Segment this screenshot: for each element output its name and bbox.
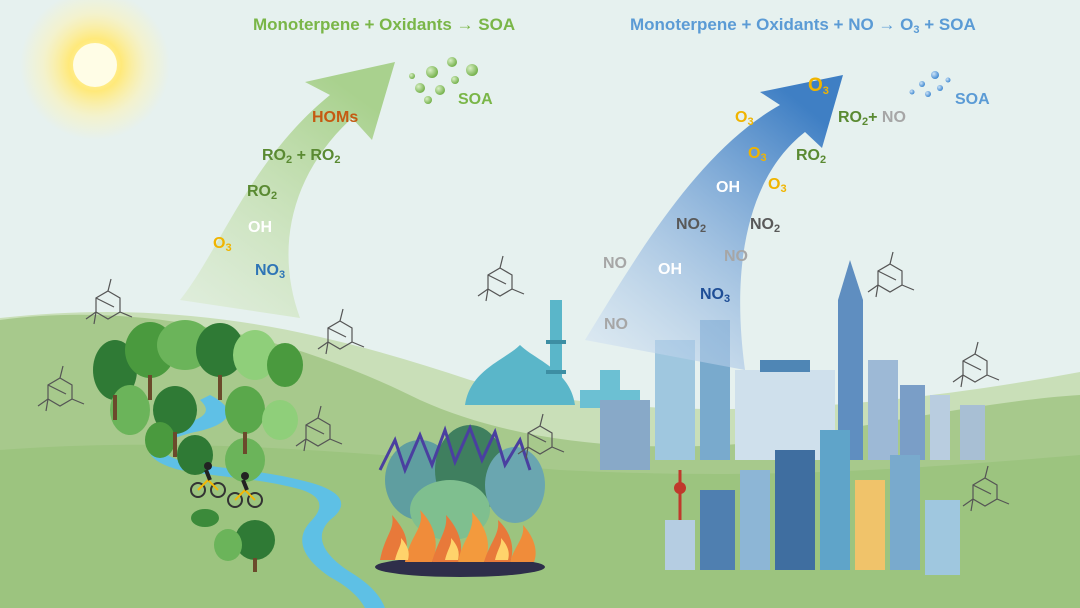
label-oh-a: OH xyxy=(716,179,740,196)
label-soa-right: SOA xyxy=(955,91,990,108)
soa-particles-icon xyxy=(909,71,951,97)
river-icon xyxy=(148,395,385,608)
sun-icon xyxy=(20,0,170,140)
forest-icon xyxy=(93,320,303,572)
label-o3: O3 xyxy=(213,235,232,254)
soa-particles-icon xyxy=(409,57,478,104)
city-skyline-icon xyxy=(465,260,985,575)
wildfire-icon xyxy=(375,424,545,577)
label-o3-c: O3 xyxy=(768,176,787,195)
right-pathway-arrow xyxy=(585,75,843,370)
label-no3: NO3 xyxy=(255,262,286,281)
cyclist-icon xyxy=(190,462,263,508)
label-soa-left: SOA xyxy=(458,91,493,108)
label-oh-b: OH xyxy=(658,261,682,278)
label-oh: OH xyxy=(248,219,272,236)
label-no-c: NO xyxy=(604,316,628,333)
label-ro2-right: RO2 xyxy=(796,147,827,166)
label-o3-b: O3 xyxy=(748,145,767,164)
label-ro2-no: RO2+ NO xyxy=(838,109,906,128)
label-no2-b: NO2 xyxy=(750,216,781,235)
label-o3-top: O3 xyxy=(808,75,829,97)
label-homs: HOMs xyxy=(312,109,359,126)
left-pathway-arrow xyxy=(180,62,395,318)
label-no-a: NO xyxy=(603,255,627,272)
label-ro2: RO2 xyxy=(247,183,278,202)
label-o3-a: O3 xyxy=(735,109,754,128)
left-title: Monoterpene + Oxidants → SOA xyxy=(253,15,516,34)
label-no2-a: NO2 xyxy=(676,216,707,235)
label-no3-right: NO3 xyxy=(700,286,731,305)
label-no-b: NO xyxy=(724,248,748,265)
right-title: Monoterpene + Oxidants + NO → O3 + SOA xyxy=(630,15,976,36)
label-ro2-ro2: RO2 + RO2 xyxy=(262,147,341,166)
